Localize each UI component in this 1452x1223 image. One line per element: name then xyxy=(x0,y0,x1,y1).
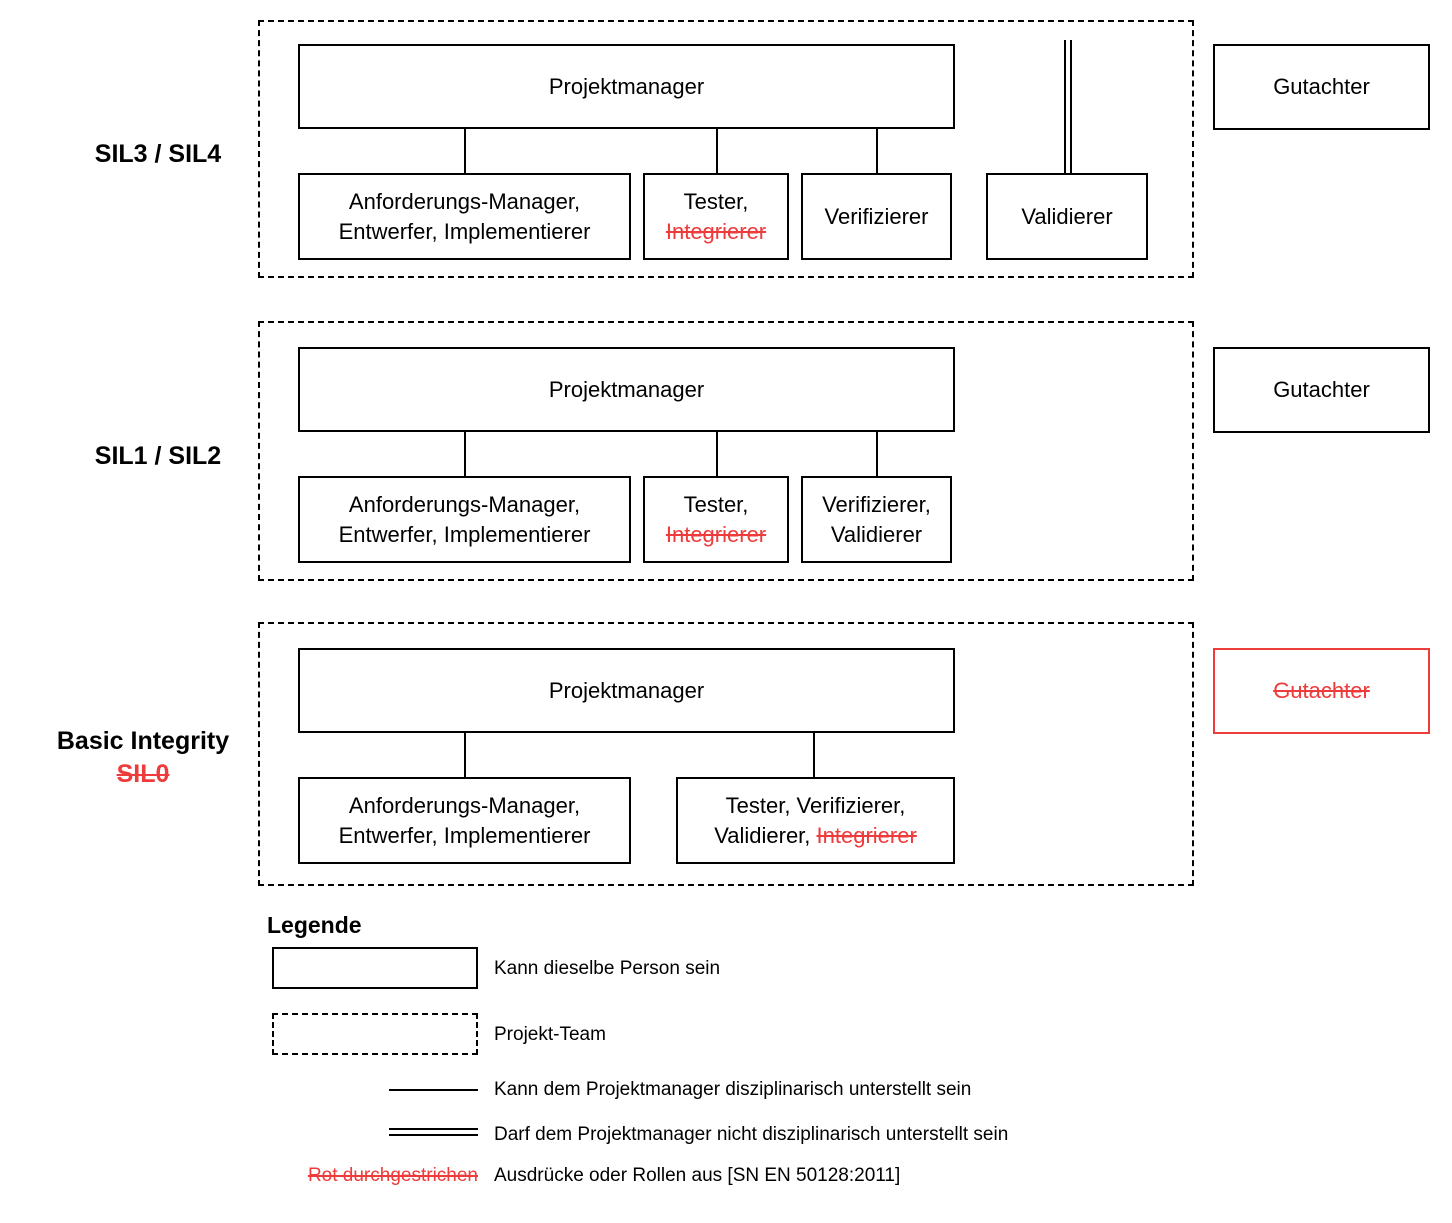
level-label-sil3-sil4: SIL3 / SIL4 xyxy=(58,138,258,171)
connector-manager-to-role-2-1 xyxy=(464,430,466,478)
role-box-anforderungsmanager-sil1-sil2: Anforderungs-Manager, Entwerfer, Impleme… xyxy=(298,476,631,563)
role-box-gutachter-sil1-sil2: Gutachter xyxy=(1213,347,1430,433)
legend-swatch-single-line xyxy=(389,1089,478,1091)
level-label-main: Basic Integrity xyxy=(56,727,230,755)
legend-swatch-double-line xyxy=(389,1128,478,1136)
role-label: Gutachter xyxy=(1273,74,1370,100)
role-line-2: Entwerfer, Implementierer xyxy=(338,218,591,244)
role-line-2: Validierer, xyxy=(714,822,817,848)
role-label: Tester, Verifizierer, Validierer, Integr… xyxy=(714,791,917,850)
role-label: Gutachter xyxy=(1273,377,1370,403)
role-box-tester-sil1-sil2: Tester, Integrierer xyxy=(643,476,789,563)
role-box-tester-verifizierer-validierer-basic-integrity: Tester, Verifizierer, Validierer, Integr… xyxy=(676,777,955,864)
role-label: Verifizierer, Validierer xyxy=(822,490,931,549)
level-label-sil1-sil2: SIL1 / SIL2 xyxy=(58,440,258,473)
role-box-verifizierer-validierer-sil1-sil2: Verifizierer, Validierer xyxy=(801,476,952,563)
role-label: Anforderungs-Manager, Entwerfer, Impleme… xyxy=(339,490,591,549)
role-line-1: Tester, xyxy=(683,188,749,214)
project-team-container-sil1-sil2 xyxy=(258,321,1194,581)
role-box-verifizierer-sil3-sil4: Verifizierer xyxy=(801,173,952,260)
role-label: Gutachter xyxy=(1273,678,1370,704)
connector-manager-to-role-1-1 xyxy=(464,128,466,174)
connector-double-validierer-level-1 xyxy=(1064,40,1072,174)
role-line-2: Entwerfer, Implementierer xyxy=(338,822,591,848)
legend-swatch-solid-box xyxy=(272,947,478,989)
role-box-projektmanager-sil1-sil2: Projektmanager xyxy=(298,347,955,432)
legend-title: Legende xyxy=(267,912,362,938)
project-team-container-sil3-sil4 xyxy=(258,20,1194,278)
role-label: Anforderungs-Manager, Entwerfer, Impleme… xyxy=(339,187,591,246)
role-label: Projektmanager xyxy=(548,73,705,99)
role-line-1: Tester, xyxy=(683,491,749,517)
level-label-sublabel-struck: SIL0 xyxy=(116,759,170,788)
role-label: Projektmanager xyxy=(548,677,705,703)
legend-label-must-not-report: Darf dem Projektmanager nicht disziplina… xyxy=(494,1124,1009,1145)
role-label: Validierer xyxy=(1021,203,1113,229)
role-line-1: Anforderungs-Manager, xyxy=(348,491,581,517)
level-label-basic-integrity: Basic Integrity SIL0 xyxy=(28,725,258,790)
role-label: Tester, Integrierer xyxy=(666,187,766,246)
role-label: Tester, Integrierer xyxy=(666,490,766,549)
role-box-projektmanager-sil3-sil4: Projektmanager xyxy=(298,44,955,129)
connector-manager-to-role-2-3 xyxy=(876,430,878,478)
role-box-gutachter-sil3-sil4: Gutachter xyxy=(1213,44,1430,130)
role-box-anforderungsmanager-sil3-sil4: Anforderungs-Manager, Entwerfer, Impleme… xyxy=(298,173,631,260)
role-box-anforderungsmanager-basic-integrity: Anforderungs-Manager, Entwerfer, Impleme… xyxy=(298,777,631,864)
role-line-1: Anforderungs-Manager, xyxy=(348,792,581,818)
level-label-main: SIL3 / SIL4 xyxy=(94,140,222,168)
connector-manager-to-role-2-2 xyxy=(716,430,718,478)
role-box-validierer-sil3-sil4: Validierer xyxy=(986,173,1148,260)
connector-manager-to-role-3-2 xyxy=(813,731,815,779)
legend-label-same-person: Kann dieselbe Person sein xyxy=(494,958,721,979)
connector-manager-to-role-1-3 xyxy=(876,128,878,174)
role-line-2-struck: Integrierer xyxy=(665,521,767,547)
connector-manager-to-role-3-1 xyxy=(464,731,466,779)
legend-label-can-report: Kann dem Projektmanager disziplinarisch … xyxy=(494,1079,972,1100)
legend-label-terms-from-standard: Ausdrücke oder Rollen aus [SN EN 50128:2… xyxy=(494,1165,901,1186)
role-line-2-struck: Integrierer xyxy=(665,218,767,244)
role-line-1: Verifizierer, xyxy=(822,491,931,517)
role-box-gutachter-basic-integrity: Gutachter xyxy=(1213,648,1430,734)
role-label: Anforderungs-Manager, Entwerfer, Impleme… xyxy=(339,791,591,850)
role-line-1: Anforderungs-Manager, xyxy=(348,188,581,214)
legend-swatch-dashed-box xyxy=(272,1013,478,1055)
role-line-2: Entwerfer, Implementierer xyxy=(338,521,591,547)
role-line-1: Tester, Verifizierer, xyxy=(725,792,906,818)
level-label-main: SIL1 / SIL2 xyxy=(94,442,222,470)
role-label: Projektmanager xyxy=(548,376,705,402)
connector-manager-to-role-1-2 xyxy=(716,128,718,174)
legend-swatch-red-struck: Rot durchgestrichen xyxy=(307,1165,478,1186)
project-team-container-basic-integrity xyxy=(258,622,1194,886)
role-box-projektmanager-basic-integrity: Projektmanager xyxy=(298,648,955,733)
role-line-2-struck: Integrierer xyxy=(816,822,917,848)
role-line-2: Validierer xyxy=(830,521,923,547)
role-box-tester-sil3-sil4: Tester, Integrierer xyxy=(643,173,789,260)
role-label: Verifizierer xyxy=(824,203,929,229)
legend-label-project-team: Projekt-Team xyxy=(494,1024,606,1045)
